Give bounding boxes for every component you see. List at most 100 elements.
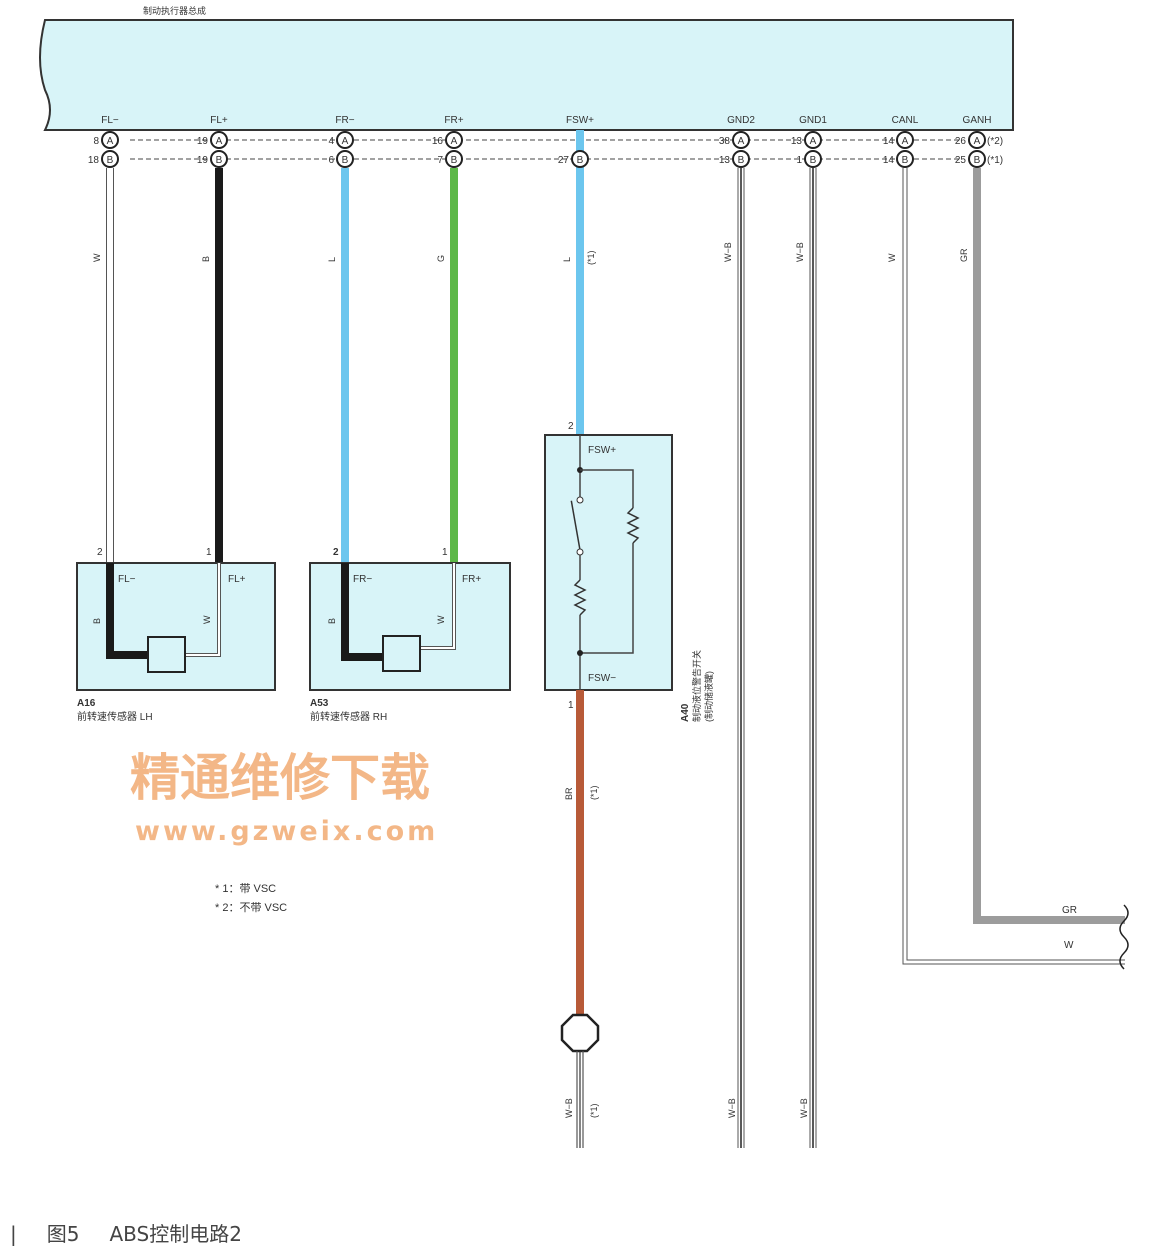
- connector-a-number: 19: [197, 136, 209, 147]
- wire-note: (*1): [589, 1103, 599, 1118]
- connector-b-number: 18: [88, 155, 100, 166]
- component-name-2: (制动储液罐): [703, 671, 714, 722]
- wire-color-label: W: [1064, 940, 1074, 951]
- watermark-text: 精通维修下载: [130, 749, 430, 807]
- connector-b-letter: B: [451, 155, 458, 166]
- figure-caption: | 图5 ABS控制电路2: [10, 1218, 272, 1247]
- wire-color-label: W−B: [564, 1098, 574, 1118]
- connector-a-pin: [804, 131, 822, 149]
- pin-label: 2: [568, 421, 574, 432]
- connector-a-letter: A: [810, 136, 817, 147]
- ecu-panel: [39, 19, 1014, 131]
- footnote: * 1：带 VSC: [215, 882, 276, 895]
- connector-b-number: 14: [883, 155, 895, 166]
- sensor-icon: [147, 636, 186, 673]
- wire-color-label: B: [92, 618, 102, 624]
- connector-a-number: 26: [955, 136, 967, 147]
- pin-name: FR−: [335, 115, 354, 126]
- connector-a-number: 8: [93, 136, 99, 147]
- connector-b-pin: [804, 150, 822, 168]
- connector-b-number: 1: [796, 155, 802, 166]
- connector-a-number: 4: [328, 136, 334, 147]
- wire-color-label: W: [202, 615, 212, 624]
- connector-a-letter: A: [974, 136, 981, 147]
- connector-b-pin: [101, 150, 119, 168]
- terminal-label: FSW+: [588, 445, 616, 456]
- connector-a-pin: [210, 131, 228, 149]
- wire-color-label: W−B: [723, 242, 733, 262]
- component-a40: 2 1 FSW+ FSW− A40 制动液位警告开关 (制动储液罐): [544, 421, 714, 722]
- ecu-title: 制动执行器总成: [143, 5, 206, 16]
- component-id: A16: [77, 698, 96, 709]
- wire-color-label: W−B: [799, 1098, 809, 1118]
- pin-name: GND1: [799, 115, 827, 126]
- wire-color-label: G: [436, 255, 446, 262]
- pin-name: FR+: [444, 115, 463, 126]
- pin-label: 2: [97, 547, 103, 558]
- component-a16: 2 1 FL− FL+ B W A16 前转速传感器 LH: [76, 547, 276, 723]
- connector-note: (*1): [987, 155, 1003, 166]
- connector-b-letter: B: [902, 155, 909, 166]
- switch-icon: [570, 500, 581, 551]
- component-a53: 2 1 FR− FR+ B W A53 前转速传感器 RH: [309, 547, 511, 723]
- connector-b-number: 13: [719, 155, 731, 166]
- component-id: A53: [310, 698, 329, 709]
- connector-a-number: 38: [719, 136, 731, 147]
- component-name: 前转速传感器 RH: [310, 710, 387, 723]
- lower-wiring: BR (*1) W−B (*1) W−B W−B GR W: [560, 168, 1129, 1148]
- footnote: * 2：不带 VSC: [215, 901, 287, 914]
- connector-a-letter: A: [738, 136, 745, 147]
- pin-name: GND2: [727, 115, 755, 126]
- pin-label: 2: [333, 547, 339, 558]
- connector-b-letter: B: [577, 155, 584, 166]
- connector-a-letter: A: [902, 136, 909, 147]
- component-id: A40: [680, 703, 691, 722]
- connector-a-letter: A: [216, 136, 223, 147]
- wire-color-label: BR: [564, 787, 574, 800]
- watermark-url: www.gzweix.com: [135, 816, 438, 847]
- wire-color-label: W: [887, 253, 897, 262]
- connector-b-letter: B: [810, 155, 817, 166]
- connector-a-number: 16: [432, 136, 444, 147]
- terminal-label: FR−: [353, 574, 372, 585]
- wire-color-label: W: [436, 615, 446, 624]
- pin-name: FL+: [210, 115, 228, 126]
- connector-a-pin: [445, 131, 463, 149]
- resistor-icon: [573, 579, 587, 616]
- connector-b-pin: [968, 150, 986, 168]
- connector-note: (*2): [987, 136, 1003, 147]
- connector-a-pin: [336, 131, 354, 149]
- component-name: 制动液位警告开关: [691, 650, 702, 722]
- connector-b-number: 19: [197, 155, 209, 166]
- connector-columns: FL−A8B18WFL+A19B19BFR−A4B6LFR+A16B7GFSW+…: [88, 115, 1003, 1148]
- pin-name: GANH: [963, 115, 992, 126]
- wire-color-label: GR: [959, 248, 969, 262]
- connector-b-pin: [336, 150, 354, 168]
- connector-a-letter: A: [451, 136, 458, 147]
- connector-b-number: 6: [328, 155, 334, 166]
- pin-name: CANL: [892, 115, 919, 126]
- connector-b-number: 25: [955, 155, 967, 166]
- wire-color-label: GR: [1062, 905, 1077, 916]
- ground-splice-icon: [560, 1013, 600, 1053]
- connector-a-pin: [968, 131, 986, 149]
- wire-color-label: L: [562, 257, 572, 262]
- connector-b-pin: [732, 150, 750, 168]
- connector-a-letter: A: [342, 136, 349, 147]
- connector-b-letter: B: [738, 155, 745, 166]
- wire-note: (*1): [589, 785, 599, 800]
- caption-bar: |: [10, 1222, 17, 1246]
- wire-note: (*1): [586, 250, 596, 265]
- connector-b-pin: [571, 150, 589, 168]
- connector-b-number: 7: [437, 155, 443, 166]
- figure-number: 图5: [46, 1222, 80, 1246]
- wire-color-label: W−B: [795, 242, 805, 262]
- figure-title: ABS控制电路2: [109, 1222, 242, 1246]
- connector-b-number: 27: [558, 155, 570, 166]
- connector-a-number: 14: [883, 136, 895, 147]
- sensor-icon: [382, 635, 421, 672]
- connector-a-letter: A: [107, 136, 114, 147]
- terminal-label: FR+: [462, 574, 481, 585]
- resistor-icon: [626, 507, 640, 544]
- terminal-label: FL+: [228, 574, 246, 585]
